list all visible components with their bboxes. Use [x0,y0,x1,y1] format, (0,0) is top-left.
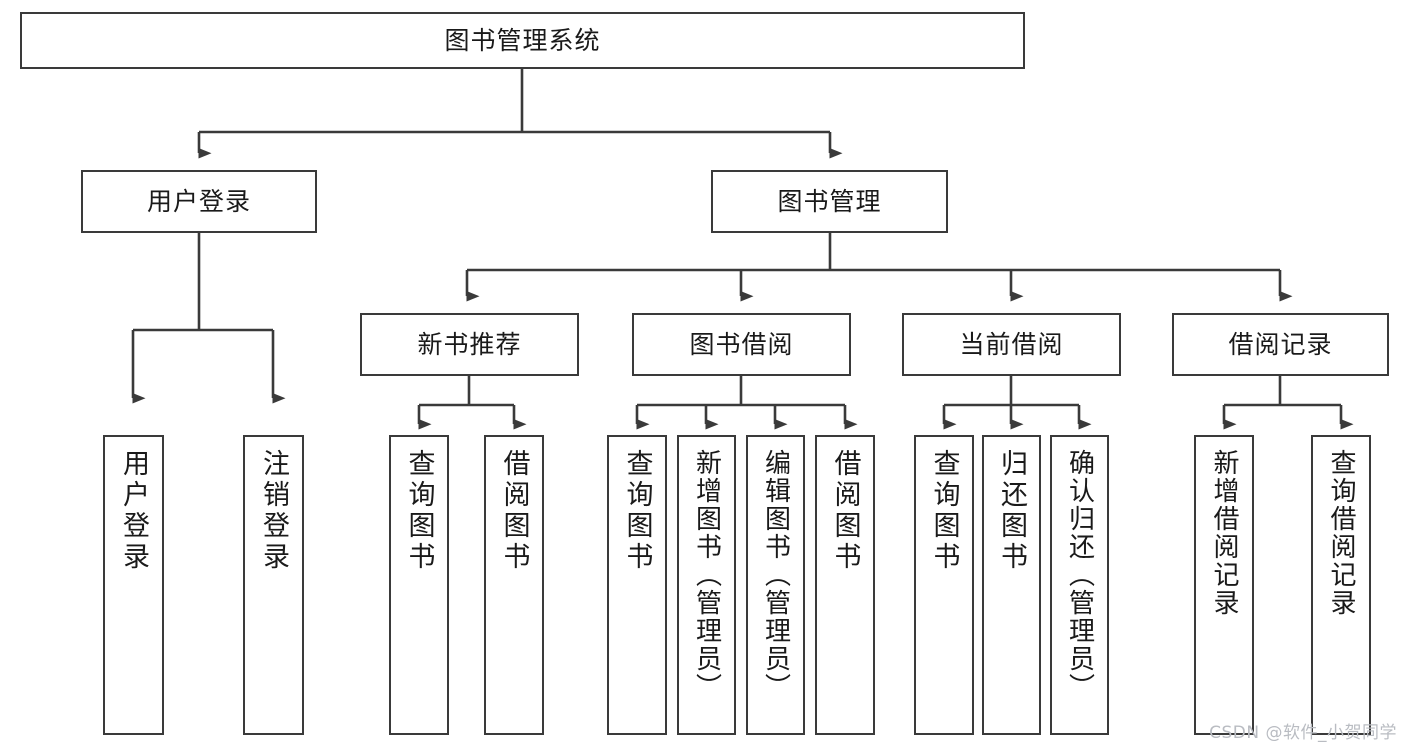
node-label: 图书管理系统 [444,25,601,55]
node-label: 图书借阅 [689,329,794,359]
node-label: 借阅图书 [829,449,861,573]
node-label: 当前借阅 [959,329,1064,359]
leaf-current-borrow-return-book[interactable]: 归还图书 [982,435,1041,735]
node-label: 编辑图书（管理员） [760,449,791,701]
leaf-new-book-query-book[interactable]: 查询图书 [389,435,449,735]
node-label: 用户登录 [146,186,251,216]
node-label: 新增图书（管理员） [691,449,722,701]
node-label: 查询图书 [928,449,960,573]
csdn-watermark: CSDN @软件_小贺同学 [1209,723,1397,743]
node-label: 注销登录 [258,449,289,573]
node-book-management[interactable]: 图书管理 [711,170,948,233]
leaf-book-borrow-query-book[interactable]: 查询图书 [607,435,667,735]
node-new-book-recommend[interactable]: 新书推荐 [360,313,579,376]
node-label: 查询图书 [403,449,435,573]
node-label: 查询图书 [621,449,653,573]
node-label: 图书管理 [777,186,882,216]
leaf-user-login-login[interactable]: 用户登录 [103,435,164,735]
node-label: 查询借阅记录 [1326,449,1356,617]
node-label: 借阅图书 [498,449,530,573]
leaf-book-borrow-edit-book-admin[interactable]: 编辑图书（管理员） [746,435,805,735]
leaf-current-borrow-query-book[interactable]: 查询图书 [914,435,974,735]
node-borrow-record[interactable]: 借阅记录 [1172,313,1389,376]
leaf-book-borrow-borrow-book[interactable]: 借阅图书 [815,435,875,735]
node-book-borrow[interactable]: 图书借阅 [632,313,851,376]
node-label: 新增借阅记录 [1209,449,1239,617]
node-label: 新书推荐 [417,329,522,359]
node-root-book-management-system[interactable]: 图书管理系统 [20,12,1025,69]
leaf-user-login-logout[interactable]: 注销登录 [243,435,304,735]
leaf-borrow-record-query-record[interactable]: 查询借阅记录 [1311,435,1371,735]
node-current-borrow[interactable]: 当前借阅 [902,313,1121,376]
leaf-book-borrow-add-book-admin[interactable]: 新增图书（管理员） [677,435,736,735]
node-user-login[interactable]: 用户登录 [81,170,317,233]
leaf-new-book-borrow-book[interactable]: 借阅图书 [484,435,544,735]
leaf-current-borrow-confirm-return-admin[interactable]: 确认归还（管理员） [1050,435,1109,735]
node-label: 确认归还（管理员） [1064,449,1095,701]
node-label: 归还图书 [996,449,1027,573]
node-label: 借阅记录 [1228,329,1333,359]
leaf-borrow-record-add-record[interactable]: 新增借阅记录 [1194,435,1254,735]
node-label: 用户登录 [118,449,149,573]
